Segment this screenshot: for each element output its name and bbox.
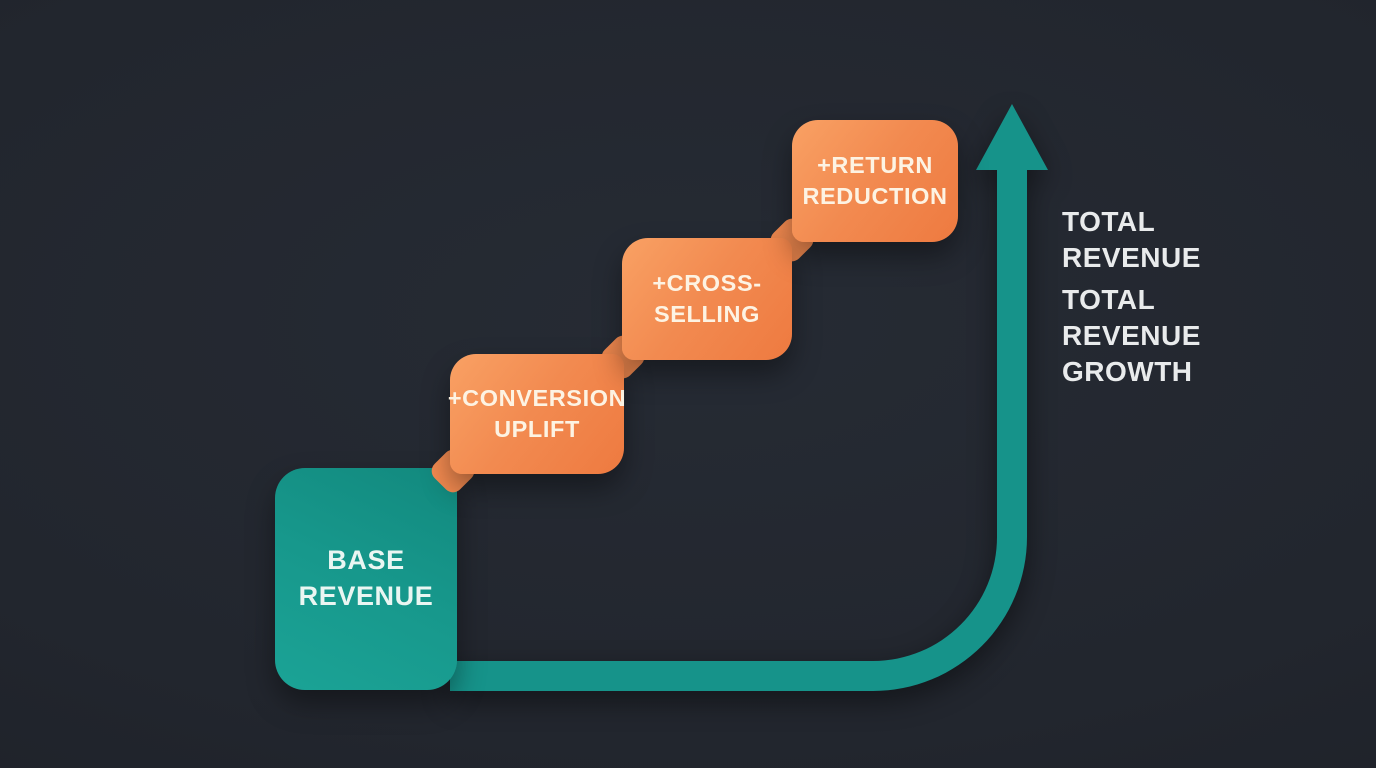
label-total-revenue-growth: TOTAL REVENUE GROWTH (1062, 284, 1201, 387)
step-label: +RETURN REDUCTION (802, 151, 948, 209)
step-label: +CROSS- SELLING (652, 269, 762, 327)
label-total-revenue: TOTAL REVENUE (1062, 206, 1201, 273)
step-label: +CONVERSION UPLIFT (447, 384, 627, 442)
growth-arrow-path (450, 104, 1048, 691)
step-box-cross-selling: +CROSS- SELLING (622, 238, 792, 360)
step-box-return-reduction: +RETURN REDUCTION (792, 120, 958, 242)
step-label: BASE REVENUE (298, 545, 434, 611)
step-box-conversion-uplift: +CONVERSION UPLIFT (447, 354, 627, 474)
step-box-base-revenue: BASE REVENUE (275, 468, 457, 690)
